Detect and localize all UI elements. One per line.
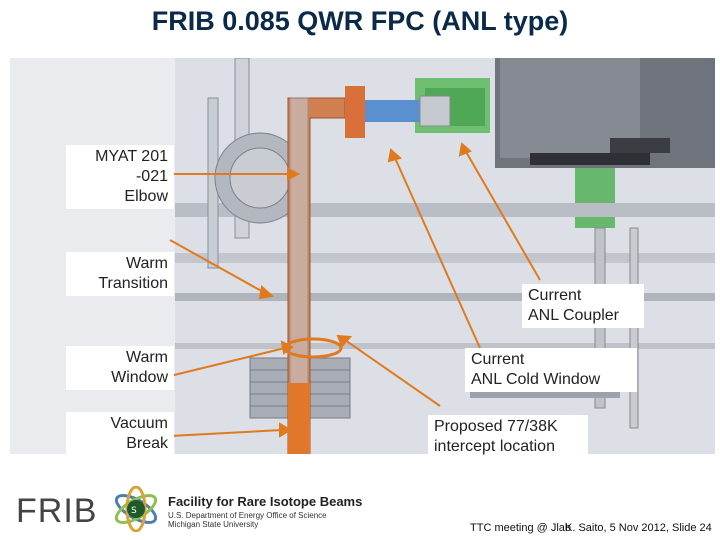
label-current-coupler: Current ANL Coupler <box>522 284 644 328</box>
facility-name: Facility for Rare Isotope Beams <box>168 494 363 509</box>
label-vacuum-break-line2: Break <box>126 435 168 452</box>
frib-atom-logo-icon: S <box>114 486 158 532</box>
cad-model-image <box>10 58 715 454</box>
cad-rendering <box>10 58 715 454</box>
label-myat-elbow: MYAT 201 -021 Elbow <box>66 145 174 209</box>
svg-text:S: S <box>131 506 137 516</box>
label-vacuum-break-line1: Vacuum <box>110 415 168 432</box>
label-current-cold-window: Current ANL Cold Window <box>465 348 637 392</box>
label-proposed-line1: Proposed 77/38K <box>434 418 558 435</box>
label-warm-transition: Warm Transition <box>66 252 174 296</box>
label-vacuum-break: Vacuum Break <box>66 412 174 456</box>
slide-title: FRIB 0.085 QWR FPC (ANL type) <box>151 6 569 36</box>
label-proposed-intercept: Proposed 77/38K intercept location <box>428 415 588 459</box>
author-slide-label: K. Saito, 5 Nov 2012, Slide 24 <box>565 522 712 534</box>
label-myat-line1: MYAT 201 <box>95 148 168 165</box>
label-proposed-line2: intercept location <box>434 438 555 455</box>
label-warm-transition-line1: Warm <box>125 255 168 272</box>
label-current-cold-window-line2: ANL Cold Window <box>471 371 601 388</box>
label-current-cold-window-line1: Current <box>471 351 525 368</box>
label-current-coupler-line1: Current <box>528 287 582 304</box>
meeting-label: TTC meeting @ Jlab <box>470 522 572 534</box>
label-warm-window-line2: Window <box>111 369 168 386</box>
facility-sub-line1: U.S. Department of Energy Office of Scie… <box>168 511 327 520</box>
label-myat-line3: Elbow <box>124 188 168 205</box>
label-current-coupler-line2: ANL Coupler <box>528 307 620 324</box>
frib-logo-text: FRIB <box>16 492 98 530</box>
facility-sub-line2: Michigan State University <box>168 520 259 529</box>
label-warm-transition-line2: Transition <box>98 275 168 292</box>
label-myat-line2: -021 <box>135 168 168 185</box>
facility-subtitle: U.S. Department of Energy Office of Scie… <box>168 511 327 529</box>
label-warm-window-line1: Warm <box>125 349 168 366</box>
label-warm-window: Warm Window <box>66 346 174 390</box>
